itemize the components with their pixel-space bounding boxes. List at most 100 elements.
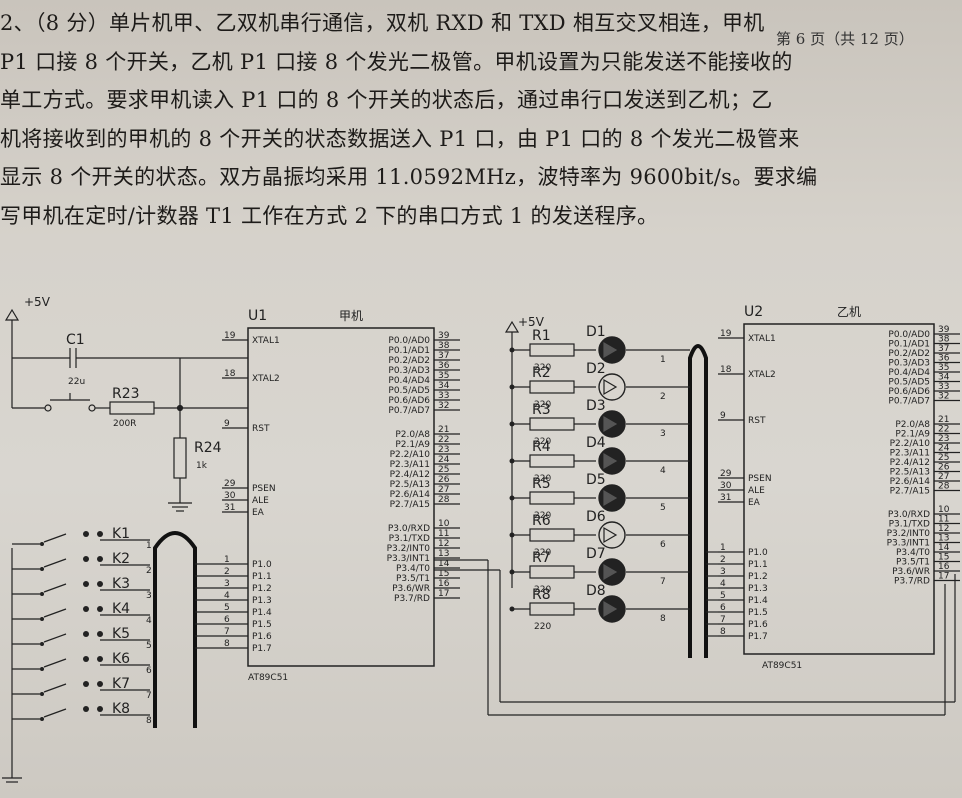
u1-right-pin-name: P0.6/AD6: [388, 396, 430, 406]
u2-right-pin-name: P2.5/A13: [890, 468, 930, 478]
u1-right-pin-num: 36: [438, 361, 450, 371]
u2-left-pin-num: 9: [720, 411, 726, 421]
u1-left-pin-name: RST: [252, 424, 270, 434]
u1-title: 甲机: [339, 309, 363, 323]
u1-right-pin-num: 15: [438, 569, 449, 579]
u2-right-pin-name: P0.1/AD1: [888, 340, 930, 350]
u1-left-pin-name: P1.5: [252, 620, 272, 630]
u2-left-pin-num: 7: [720, 615, 726, 625]
u1-right-pin-num: 28: [438, 495, 450, 505]
junction-dot: [509, 569, 515, 575]
junction-dot: [509, 532, 515, 538]
switch-dot: [97, 631, 103, 637]
u2-right-pin-num: 21: [938, 415, 949, 425]
u1-right-pin-num: 16: [438, 579, 450, 589]
u2-right-pin-num: 10: [938, 505, 950, 515]
resistor-value: 220: [534, 363, 551, 373]
u2-right-pin-name: P2.4/A12: [890, 458, 930, 468]
u1-right-pin-name: P3.3/INT1: [387, 554, 430, 564]
u1-left-pin-num: 31: [224, 503, 235, 513]
led-triangle: [603, 489, 618, 507]
u2-right-pin-name: P0.2/AD2: [888, 349, 930, 359]
question-line-1: 2、（8 分）单片机甲、乙双机串行通信，双机 RXD 和 TXD 相互交叉相连，…: [0, 11, 765, 35]
u1-left-pin-num: 9: [224, 419, 230, 429]
switch-contact-left: [40, 592, 44, 596]
u2-left-pin-name: P1.5: [748, 608, 768, 618]
u1-left-pin-num: 30: [224, 491, 236, 501]
u1-right-pin-name: P0.5/AD5: [388, 386, 430, 396]
u1-right-pin-name: P0.1/AD1: [388, 346, 430, 356]
switch-contact-left: [40, 717, 44, 721]
u2-right-pin-num: 34: [938, 373, 950, 383]
u2-right-pin-num: 28: [938, 482, 950, 492]
bus-number: 6: [146, 666, 152, 676]
switch-dot: [97, 606, 103, 612]
u1-left-pin-name: P1.0: [252, 560, 272, 570]
u1-left-pin-name: P1.1: [252, 572, 272, 582]
switch-label-k8: K8: [112, 701, 130, 717]
u1-left-pin-num: 19: [224, 331, 236, 341]
led-triangle: [603, 415, 618, 433]
u2-right-pin-name: P2.6/A14: [890, 477, 931, 487]
switch-dot: [83, 631, 89, 637]
u1-left-pin-num: 29: [224, 479, 236, 489]
u2-right-pin-num: 15: [938, 553, 949, 563]
u1-right-pin-num: 35: [438, 371, 449, 381]
bus-number: 8: [146, 716, 152, 726]
u1-right-pin-num: 39: [438, 331, 450, 341]
u2-right-pin-name: P0.4/AD4: [888, 368, 930, 378]
u2-right-pin-name: P3.3/INT1: [887, 539, 930, 549]
led-triangle: [603, 452, 618, 470]
question-line-6: 写甲机在定时/计数器 T1 工作在方式 2 下的串口方式 1 的发送程序。: [0, 203, 659, 228]
junction-dot: [509, 495, 515, 501]
bus-number: 2: [146, 566, 152, 576]
resistor-body: [529, 343, 575, 357]
u1-left-pin-num: 7: [224, 627, 230, 637]
u2-left-pin-num: 1: [720, 543, 726, 553]
u2-left-pin-name: P1.0: [748, 548, 768, 558]
u2-left-pin-num: 8: [720, 627, 726, 637]
switch-dot: [83, 581, 89, 587]
u2-left-pin-name: XTAL2: [748, 370, 776, 380]
u2-left-pin-name: PSEN: [748, 474, 772, 484]
switch-label-k4: K4: [112, 601, 130, 617]
u2-part: AT89C51: [762, 661, 802, 671]
led-triangle: [603, 341, 618, 359]
u1-right-pin-num: 14: [438, 559, 450, 569]
u1-right-pin-name: P0.7/AD7: [388, 406, 430, 416]
led-label-d7: D7: [586, 546, 606, 562]
bus-number: 1: [660, 355, 666, 365]
led-triangle: [603, 600, 618, 618]
switch-lever: [43, 683, 67, 693]
u2-right-pin-num: 35: [938, 363, 949, 373]
led-label-d2: D2: [586, 361, 606, 377]
c1-value: 22u: [68, 377, 85, 387]
resistor-label-r3: R3: [532, 402, 551, 418]
question-line-5: 显示 8 个开关的状态。双方晶振均采用 11.0592MHz，波特率为 9600…: [0, 165, 818, 189]
resistor-label-r1: R1: [532, 328, 551, 344]
u1-right-pin-name: P2.4/A12: [390, 470, 430, 480]
u1-right-pin-num: 27: [438, 485, 449, 495]
r24-label: R24: [194, 440, 222, 456]
u1-left-pin-name: EA: [252, 508, 265, 518]
u2-right-pin-name: P3.0/RXD: [888, 510, 930, 520]
u1-right-pin-name: P3.2/INT0: [387, 544, 431, 554]
switch-contact-left: [40, 567, 44, 571]
led-2: [598, 373, 626, 401]
u2-right-pin-name: P3.2/INT0: [887, 529, 931, 539]
u1-left-pin-name: XTAL1: [252, 336, 280, 346]
u1-right-pin-num: 13: [438, 549, 449, 559]
u1-right-pin-name: P0.4/AD4: [388, 376, 430, 386]
u2-ref: U2: [744, 304, 763, 320]
resistor-body: [529, 454, 575, 468]
u1-left-pin-num: 4: [224, 591, 230, 601]
resistor-body: [529, 565, 575, 579]
u1-left-pin-name: P1.4: [252, 608, 272, 618]
switch-label-k5: K5: [112, 626, 130, 642]
u2-right-pin-num: 26: [938, 463, 950, 473]
u2-right-pin-num: 27: [938, 472, 949, 482]
bus-number: 1: [146, 541, 152, 551]
r23-value: 200R: [113, 419, 136, 429]
